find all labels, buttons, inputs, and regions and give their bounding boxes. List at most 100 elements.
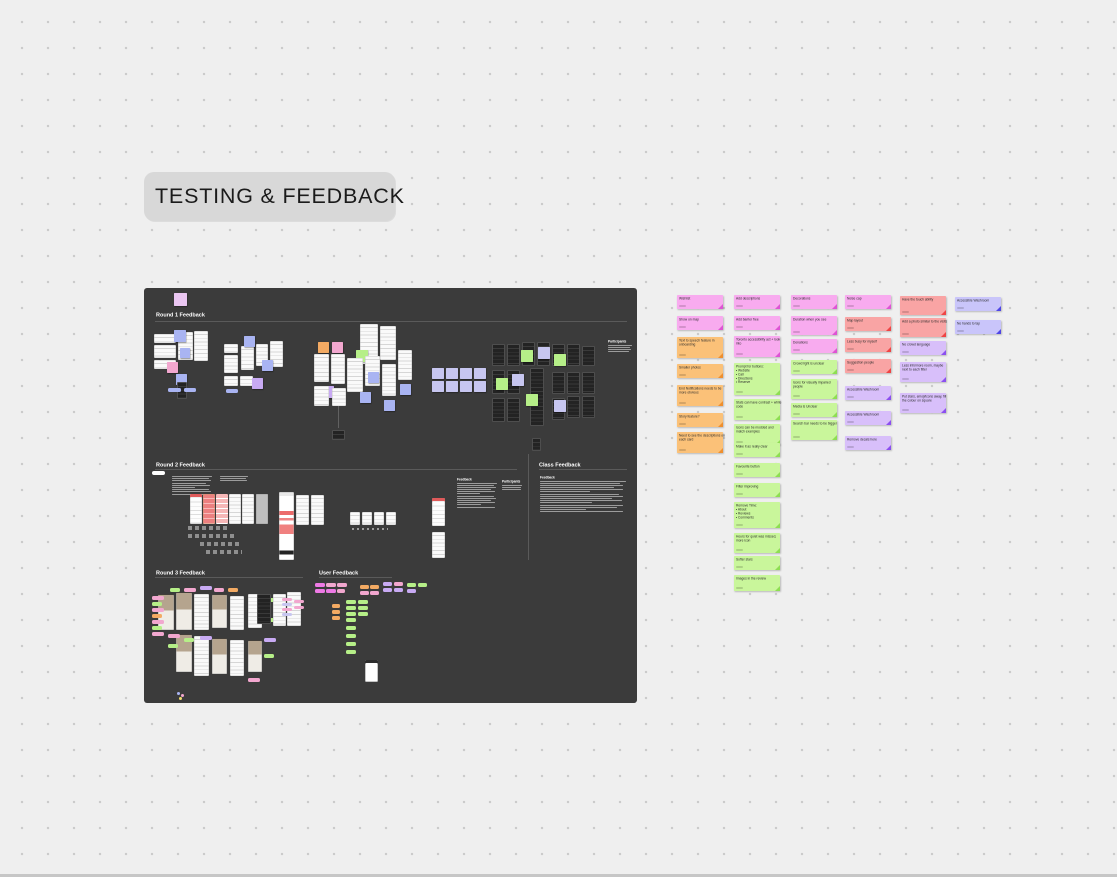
sticky-note[interactable]: Search bar needs to be bigger <box>791 420 837 440</box>
mini-sticky-note[interactable] <box>554 354 566 366</box>
sticky-note[interactable]: Accessible Washroom <box>845 411 891 425</box>
mini-tag[interactable] <box>394 588 403 592</box>
mini-tag[interactable] <box>168 388 181 392</box>
photo-phone-thumbnail[interactable] <box>212 594 227 628</box>
mini-tag[interactable] <box>184 588 196 592</box>
mini-sticky-note[interactable] <box>384 400 395 411</box>
mini-sticky-note[interactable] <box>446 368 458 379</box>
mini-sticky-note[interactable] <box>521 350 533 362</box>
mini-tag[interactable] <box>337 589 345 593</box>
mini-sticky-note[interactable] <box>496 378 508 390</box>
sticky-note[interactable]: Remove decals here <box>845 436 891 450</box>
wireframe-thumbnail[interactable] <box>296 495 309 525</box>
gray-phone-thumbnail[interactable] <box>256 494 268 524</box>
mini-sticky-note[interactable] <box>174 293 187 306</box>
mini-tag[interactable] <box>168 634 180 638</box>
mini-tag[interactable] <box>360 591 369 595</box>
mini-tag[interactable] <box>282 613 292 616</box>
sticky-note[interactable]: Add descriptions <box>734 295 780 309</box>
mini-sticky-note[interactable] <box>244 336 255 347</box>
mini-tag[interactable] <box>332 610 340 614</box>
mini-tag[interactable] <box>407 589 416 593</box>
mini-tag[interactable] <box>326 583 336 587</box>
wireframe-thumbnail[interactable] <box>270 341 283 367</box>
mini-tag[interactable] <box>370 591 379 595</box>
mini-sticky-note[interactable] <box>174 330 186 342</box>
dark-phone-thumbnail[interactable] <box>552 372 565 394</box>
sticky-note[interactable]: Accessible Washroom <box>955 297 1001 311</box>
mini-tag[interactable] <box>152 614 162 618</box>
tall-phone-thumbnail[interactable] <box>279 492 294 560</box>
sticky-note[interactable]: Accessible Washroom <box>845 386 891 400</box>
mini-tag[interactable] <box>152 620 164 624</box>
sticky-note[interactable]: Images in the review <box>734 575 780 591</box>
wireframe-thumbnail[interactable] <box>230 640 244 676</box>
wireframe-thumbnail[interactable] <box>154 334 176 343</box>
mini-tag[interactable] <box>184 638 194 642</box>
photo-phone-thumbnail[interactable] <box>176 634 192 672</box>
mini-tag[interactable] <box>358 600 368 604</box>
mini-tag[interactable] <box>370 585 379 589</box>
wireframe-thumbnail[interactable] <box>154 345 176 358</box>
sticky-note[interactable]: Story feature? <box>677 413 723 427</box>
sticky-note[interactable]: Crowd light is unclear <box>791 360 837 374</box>
mini-sticky-note[interactable] <box>360 392 371 403</box>
mini-sticky-note[interactable] <box>512 374 524 386</box>
dark-phone-thumbnail[interactable] <box>332 430 345 440</box>
mini-sticky-note[interactable] <box>432 381 444 392</box>
wireframe-thumbnail[interactable] <box>347 358 363 392</box>
mini-sticky-note[interactable] <box>554 400 566 412</box>
wireframe-thumbnail[interactable] <box>194 594 209 630</box>
mini-sticky-note[interactable] <box>432 368 444 379</box>
mini-tag[interactable] <box>315 583 325 587</box>
dark-phone-thumbnail[interactable] <box>582 396 595 418</box>
mini-sticky-note[interactable] <box>400 384 411 395</box>
dark-phone-thumbnail[interactable] <box>507 398 520 422</box>
sticky-note[interactable]: Need to see the descriptions on each car… <box>677 432 725 453</box>
mini-sticky-note[interactable] <box>526 394 538 406</box>
mini-tag[interactable] <box>346 612 356 616</box>
wireframe-thumbnail[interactable] <box>230 596 244 630</box>
mini-tag[interactable] <box>264 654 274 658</box>
wireframe-thumbnail[interactable] <box>311 495 324 525</box>
mini-tag[interactable] <box>248 678 260 682</box>
sticky-note[interactable]: Show on map <box>677 316 723 330</box>
sticky-note[interactable]: Favourite button <box>734 463 780 477</box>
mini-sticky-note[interactable] <box>180 348 190 358</box>
dark-phone-thumbnail[interactable] <box>492 344 505 366</box>
sticky-note[interactable]: Have the touch ability <box>900 296 946 315</box>
wireframe-thumbnail[interactable] <box>332 388 346 406</box>
wireframe-thumbnail[interactable] <box>398 350 412 380</box>
mini-tag[interactable] <box>170 588 180 592</box>
mini-tag[interactable] <box>294 600 304 603</box>
mini-sticky-note[interactable] <box>318 342 329 353</box>
mini-tag[interactable] <box>184 388 196 392</box>
mini-tag[interactable] <box>264 638 276 642</box>
sticky-note[interactable]: Icons for visually impaired people <box>791 379 837 399</box>
mini-sticky-note[interactable] <box>460 381 472 392</box>
mini-tag[interactable] <box>346 634 356 638</box>
dark-phone-thumbnail[interactable] <box>567 396 580 418</box>
sticky-note[interactable]: Softer stars <box>734 556 780 570</box>
sticky-note[interactable]: Duration when you see <box>791 316 837 335</box>
wireframe-thumbnail[interactable] <box>350 512 360 525</box>
mini-tag[interactable] <box>337 583 347 587</box>
mini-tag[interactable] <box>200 636 212 640</box>
mini-tag[interactable] <box>346 650 356 654</box>
wireframe-thumbnail[interactable] <box>224 344 238 353</box>
sticky-note[interactable]: Filter improving <box>734 483 780 497</box>
mini-tag[interactable] <box>332 604 340 608</box>
wireframe-thumbnail[interactable] <box>224 376 238 386</box>
wireframe-thumbnail[interactable] <box>314 386 329 406</box>
mini-tag[interactable] <box>282 603 292 606</box>
sticky-note[interactable]: Noise cap <box>845 295 891 309</box>
mini-tag[interactable] <box>332 616 340 620</box>
wireframe-thumbnail[interactable] <box>432 498 445 526</box>
dark-phone-thumbnail[interactable] <box>507 344 520 366</box>
sticky-note[interactable]: Prompt for buttons: • Website • Call • D… <box>734 363 780 395</box>
mini-sticky-note[interactable] <box>474 381 486 392</box>
sticky-note[interactable]: Add a photo similar to the visits <box>900 318 947 337</box>
mini-tag[interactable] <box>346 642 356 646</box>
mini-tag[interactable] <box>346 626 356 630</box>
photo-phone-thumbnail[interactable] <box>212 638 227 674</box>
